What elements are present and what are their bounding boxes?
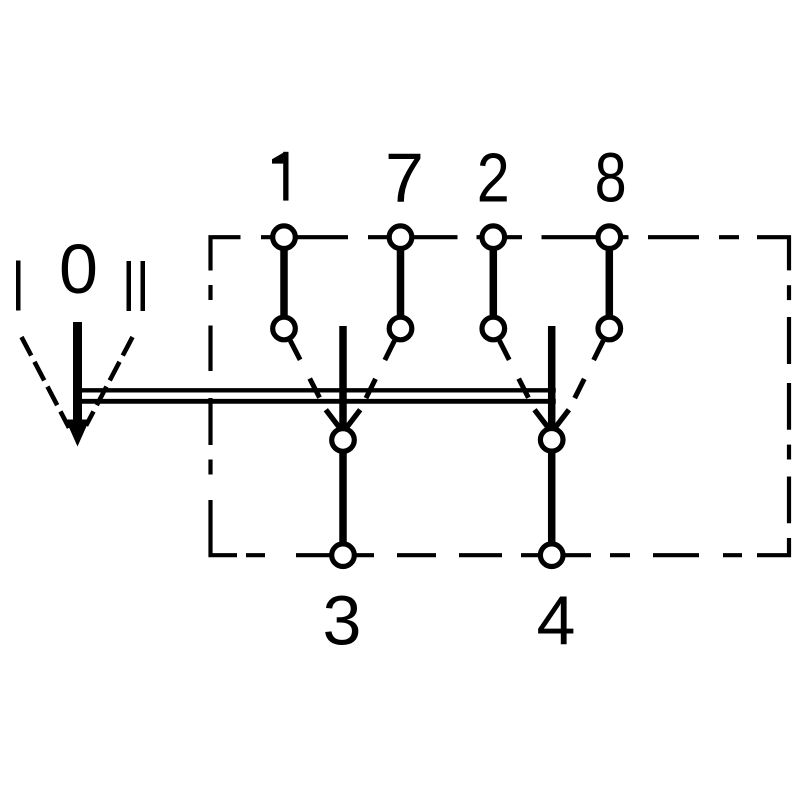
svg-text:3: 3 <box>323 582 362 660</box>
svg-text:8: 8 <box>595 139 627 217</box>
svg-text:4: 4 <box>537 582 576 660</box>
svg-text:7: 7 <box>385 139 424 217</box>
svg-text:2: 2 <box>477 139 510 217</box>
svg-text:0: 0 <box>59 230 98 308</box>
